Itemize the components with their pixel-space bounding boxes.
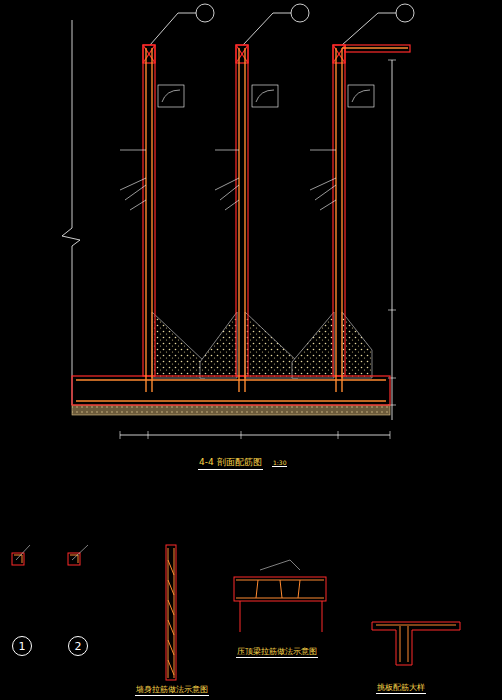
drawing-title: 挑板配筋大样 bbox=[376, 682, 426, 694]
callout-number: 1 bbox=[19, 640, 26, 653]
callout-circle: 1 bbox=[12, 636, 32, 656]
drawing-title: 墙身拉筋做法示意图 bbox=[135, 684, 209, 696]
drawing-title: 1:30 bbox=[272, 459, 287, 467]
drawing-title: 压顶梁拉筋做法示意图 bbox=[236, 646, 318, 658]
callout-number: 2 bbox=[75, 640, 82, 653]
callout-circle: 2 bbox=[68, 636, 88, 656]
drawing-title: 4-4 剖面配筋图 bbox=[198, 456, 263, 470]
